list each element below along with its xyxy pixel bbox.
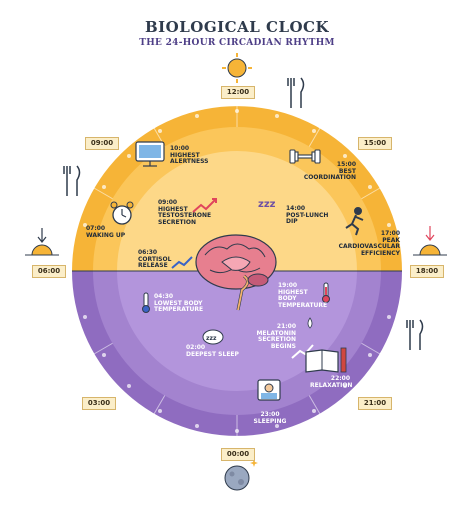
- event-hightemp: 19:00 HIGHEST BODY TEMPERATURE: [278, 282, 328, 309]
- event-time: 14:00: [286, 205, 306, 212]
- event-label: LOWEST BODY TEMPERATURE: [154, 299, 204, 314]
- event-label: DEEPEST SLEEP: [186, 350, 239, 358]
- event-time: 19:00: [278, 282, 298, 289]
- event-time: 22:00: [330, 375, 350, 382]
- event-label: CORTISOL RELEASE: [138, 255, 172, 270]
- hour-label-12: 12:00: [221, 86, 255, 99]
- event-time: 07:00: [86, 225, 106, 232]
- testosterone-arrow-icon: [192, 198, 217, 213]
- hour-label-06: 06:00: [32, 265, 66, 278]
- event-label: MELATONIN SECRETION BEGINS: [256, 329, 296, 350]
- event-time: 17:00: [380, 230, 400, 237]
- monitor-icon: [135, 141, 165, 167]
- event-waking: 07:00 WAKING UP: [86, 225, 136, 239]
- fork-knife-icon-left: [63, 165, 81, 196]
- high-temperature-thermometer-icon: [322, 282, 330, 303]
- cortisol-arrow-icon: [171, 256, 193, 269]
- event-label: BEST COORDINATION: [303, 167, 356, 182]
- event-time: 04:30: [154, 293, 174, 300]
- event-sleeping: 23:00 SLEEPING: [252, 411, 288, 425]
- event-cortisol: 06:30 CORTISOL RELEASE: [138, 249, 174, 270]
- event-time: 06:30: [138, 249, 158, 256]
- event-time: 10:00: [170, 145, 190, 152]
- low-temperature-thermometer-icon: [142, 292, 150, 313]
- hour-label-03: 03:00: [82, 397, 116, 410]
- hour-label-15: 15:00: [358, 137, 392, 150]
- diagram-subtitle: THE 24-HOUR CIRCADIAN RHYTHM: [139, 38, 335, 48]
- post-lunch-zzz-icon: zzz: [258, 199, 276, 210]
- melatonin-arrow-icon: [291, 344, 314, 359]
- moon-icon: [224, 459, 258, 491]
- sun-noon-icon: [222, 53, 252, 83]
- hour-label-21: 21:00: [358, 397, 392, 410]
- runner-icon: [345, 207, 364, 236]
- event-time: 09:00: [158, 199, 178, 206]
- event-label: RELAXATION: [310, 381, 353, 389]
- sunrise-icon: [25, 228, 59, 256]
- event-time: 23:00: [260, 411, 280, 418]
- sunset-icon: [413, 226, 447, 256]
- event-deepsleep: 02:00 DEEPEST SLEEP: [186, 344, 240, 358]
- event-label: SLEEPING: [253, 417, 287, 425]
- event-label: HIGHEST TESTOSTERONE SECRETION: [158, 205, 212, 226]
- night-core: [117, 271, 357, 391]
- day-core: [117, 151, 357, 271]
- event-label: HIGHEST BODY TEMPERATURE: [278, 288, 328, 309]
- event-testosterone: 09:00 HIGHEST TESTOSTERONE SECRETION: [158, 199, 220, 226]
- sleeping-person-icon: [257, 379, 281, 401]
- event-melatonin: 21:00 MELATONIN SECRETION BEGINS: [248, 323, 296, 350]
- svg-text:zzz: zzz: [206, 335, 217, 342]
- fork-knife-icon-top: [287, 77, 305, 108]
- brain-illustration: [195, 234, 277, 311]
- hour-label-09: 09:00: [85, 137, 119, 150]
- event-label: HIGHEST ALERTNESS: [170, 151, 209, 166]
- alarm-clock-icon: [110, 201, 134, 225]
- event-lowtemp: 04:30 LOWEST BODY TEMPERATURE: [154, 293, 214, 314]
- dumbbell-icon: [289, 149, 321, 164]
- event-label: POST-LUNCH DIP: [286, 211, 329, 226]
- hour-label-18: 18:00: [410, 265, 444, 278]
- event-label: WAKING UP: [86, 231, 126, 239]
- deep-sleep-bubble-icon: zzz: [202, 329, 224, 345]
- event-time: 21:00: [276, 323, 296, 330]
- event-time: 15:00: [336, 161, 356, 168]
- melatonin-drop-icon: [307, 317, 313, 329]
- hour-label-00: 00:00: [221, 448, 255, 461]
- event-label: PEAK CARDIOVASCULAR EFFICIENCY: [338, 236, 400, 257]
- fork-knife-icon-right: [406, 319, 424, 350]
- event-relaxation: 22:00 RELAXATION: [310, 375, 353, 389]
- event-time: 02:00: [186, 344, 206, 351]
- ring-dots: [83, 109, 391, 433]
- book-icon: [305, 347, 347, 373]
- event-postlunch: 14:00 POST-LUNCH DIP: [286, 205, 336, 226]
- event-alertness: 10:00 HIGHEST ALERTNESS: [170, 145, 230, 166]
- event-coordination: 15:00 BEST COORDINATION: [286, 161, 356, 182]
- event-cardio: 17:00 PEAK CARDIOVASCULAR EFFICIENCY: [332, 230, 400, 257]
- diagram-title: BIOLOGICAL CLOCK: [144, 18, 330, 36]
